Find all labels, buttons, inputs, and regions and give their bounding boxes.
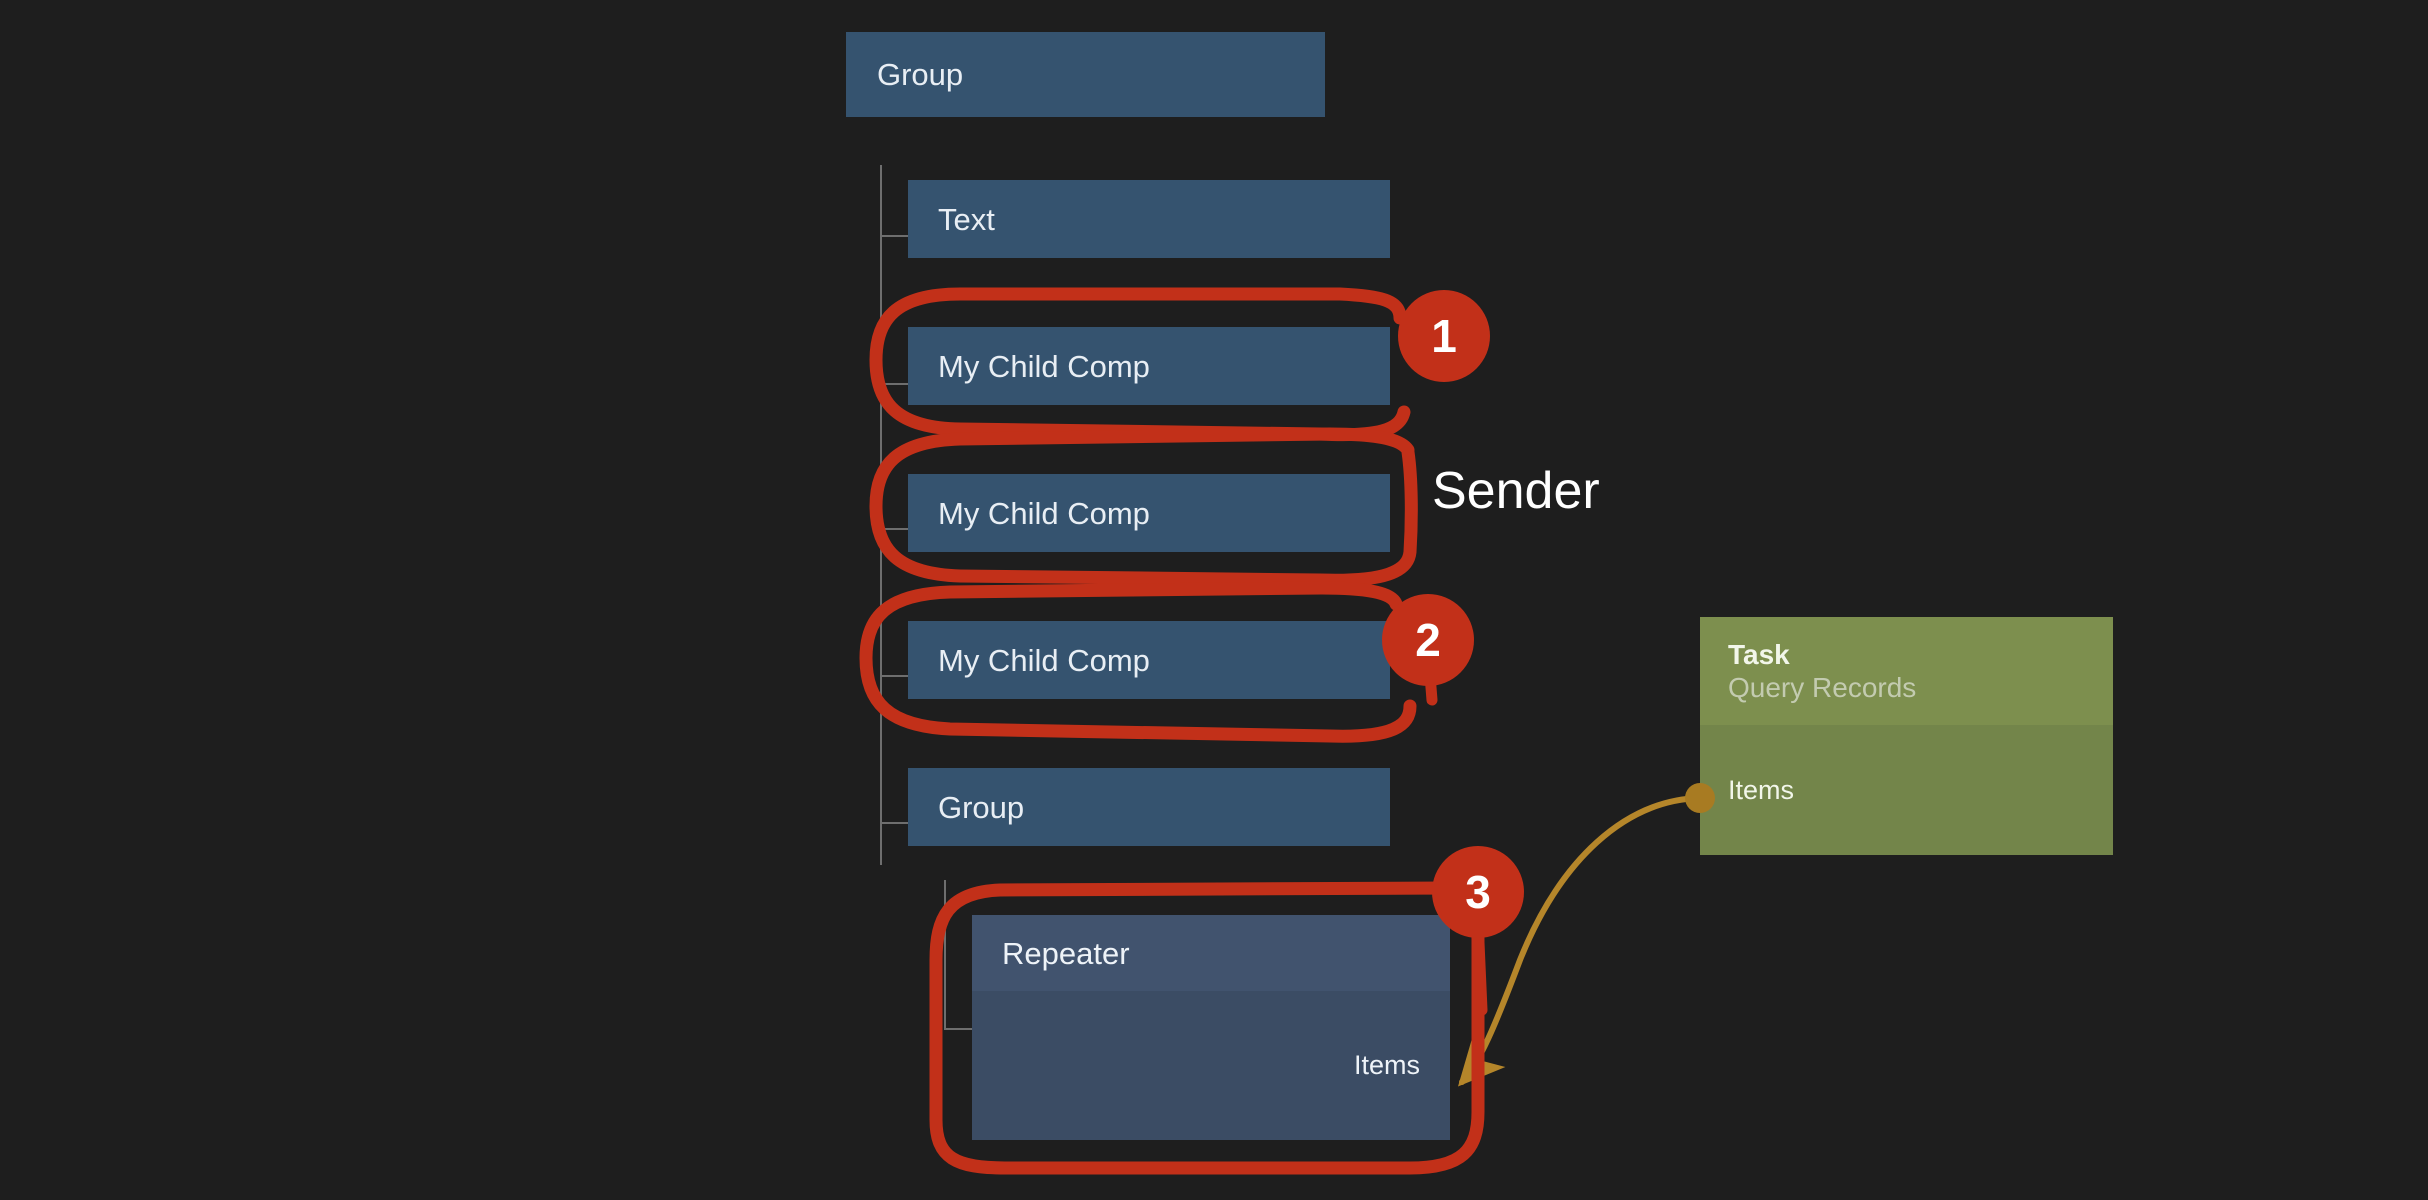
wire-task-items-to-repeater-items: [1457, 795, 1703, 1087]
annotation-badge-number: 2: [1415, 614, 1441, 666]
tree-node-label: Text: [938, 201, 995, 237]
task-node-title: Task: [1728, 638, 1790, 670]
tree-node-label: Group: [938, 789, 1025, 825]
annotation-badge-number: 3: [1465, 866, 1491, 918]
task-node-header: Task Query Records: [1700, 617, 2113, 725]
tree-node-label: My Child Comp: [938, 348, 1150, 384]
tree-guide-tick-child1: [880, 383, 908, 385]
tree-guide-tick-child2: [880, 528, 908, 530]
tree-guide-vertical-level2: [944, 880, 946, 1030]
tree-guide-vertical-level1: [880, 165, 882, 865]
annotation-badge-2: 2: [1382, 594, 1474, 686]
tree-node-my-child-comp-2[interactable]: My Child Comp: [908, 474, 1390, 552]
annotation-badge-1: 1: [1398, 290, 1490, 382]
tree-guide-tick-repeater: [944, 1028, 972, 1030]
annotation-caption-text: Sender: [1432, 462, 1600, 520]
tree-guide-tick-text: [880, 235, 908, 237]
tree-node-group-root[interactable]: Group: [846, 32, 1325, 117]
repeater-items-port-row[interactable]: Items: [972, 991, 1450, 1140]
tree-node-label: My Child Comp: [938, 495, 1150, 531]
tree-node-repeater[interactable]: Repeater Items: [972, 915, 1450, 1140]
tree-node-text[interactable]: Text: [908, 180, 1390, 258]
task-items-port-label: Items: [1728, 774, 1795, 805]
tree-node-label: My Child Comp: [938, 642, 1150, 678]
tree-node-my-child-comp-3[interactable]: My Child Comp: [908, 621, 1390, 699]
annotation-badge-3: 3: [1432, 846, 1524, 938]
tree-guide-tick-group2: [880, 822, 908, 824]
repeater-header: Repeater: [972, 915, 1450, 991]
annotation-caption-sender: Sender: [1432, 465, 1600, 517]
task-node-subtitle: Query Records: [1728, 672, 1917, 703]
annotation-badge-number: 1: [1431, 310, 1457, 362]
tree-node-group-child[interactable]: Group: [908, 768, 1390, 846]
repeater-items-port-label: Items: [1353, 1050, 1420, 1080]
tree-node-label: Group: [877, 57, 964, 92]
task-items-port-row[interactable]: Items: [1700, 725, 2113, 855]
tree-guide-tick-child3: [880, 675, 908, 677]
tree-node-my-child-comp-1[interactable]: My Child Comp: [908, 327, 1390, 405]
tree-node-label: Repeater: [1002, 935, 1130, 971]
task-node[interactable]: Task Query Records Items: [1700, 617, 2113, 855]
